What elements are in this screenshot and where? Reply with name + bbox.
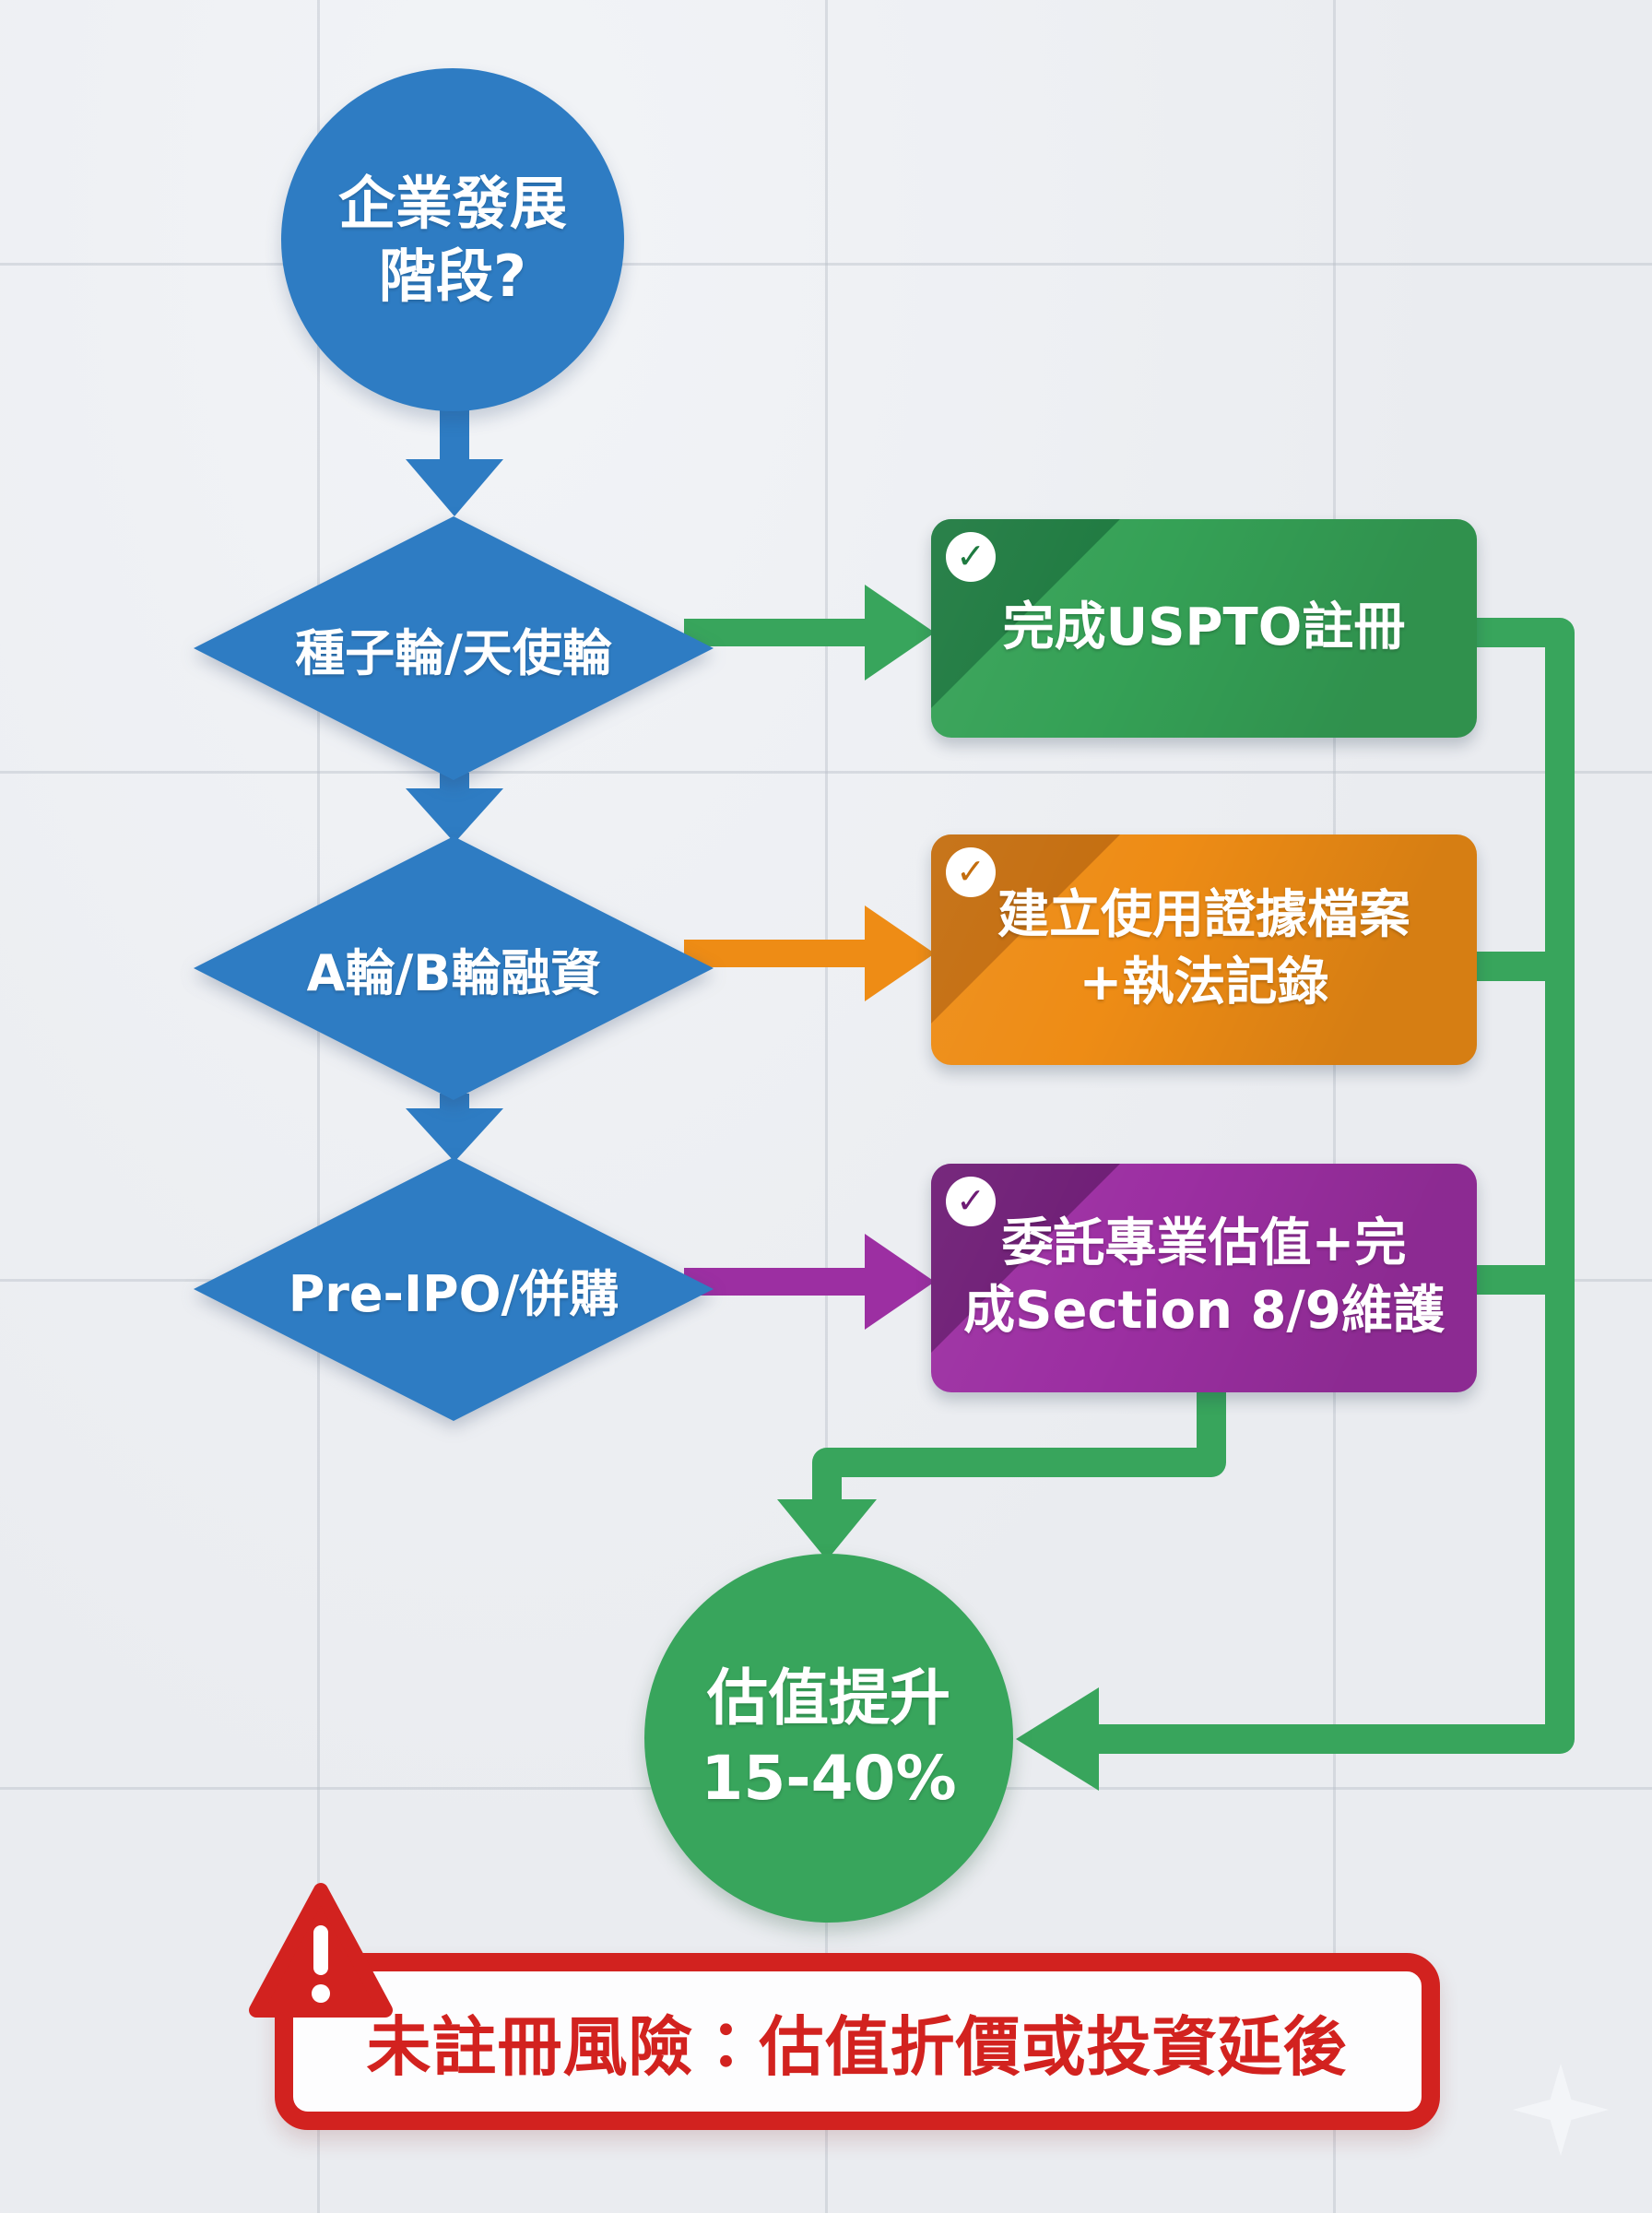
warning-banner-label: 未註冊風險：估值折價或投資延後	[366, 2008, 1349, 2085]
decision-series-ab: A輪/B輪融資	[194, 836, 714, 1100]
arrow-series-to-evidence-head	[865, 905, 935, 1001]
decision-seed-label: 種子輪/天使輪	[295, 623, 612, 682]
arrow-series-to-preipo-head	[406, 1108, 503, 1162]
arrowhead-into-result-right	[1016, 1687, 1099, 1791]
result-label-line1: 估值提升	[707, 1662, 950, 1734]
decision-seed-round: 種子輪/天使輪	[194, 516, 714, 780]
result-node-valuation-uplift: 估值提升 15-40%	[644, 1554, 1013, 1923]
arrowhead-into-result-top	[777, 1499, 877, 1560]
connector-trunk-right	[1099, 618, 1575, 1754]
action-box-professional-valuation: ✓ 委託專業估值+完 成Section 8/9維護	[931, 1164, 1477, 1392]
decision-pre-ipo: Pre-IPO/併購	[194, 1157, 714, 1421]
action-valuation-label-line2: 成Section 8/9維護	[963, 1281, 1445, 1341]
check-glyph: ✓	[956, 536, 985, 577]
warning-icon	[249, 1883, 393, 2018]
action-evidence-label-line2: +執法記錄	[1079, 953, 1329, 1012]
warning-banner: 未註冊風險：估值折價或投資延後	[275, 1953, 1440, 2130]
arrow-start-to-seed-head	[406, 459, 503, 516]
warning-exclamation-dot	[312, 1984, 330, 2003]
decision-series-label: A輪/B輪融資	[306, 943, 601, 1002]
warning-exclamation-bar	[313, 1925, 328, 1975]
check-icon: ✓	[946, 1177, 996, 1226]
action-evidence-label-line1: 建立使用證據檔案	[997, 885, 1410, 946]
connector-valuation-bottom	[812, 1379, 1226, 1503]
arrow-preipo-to-valuation-head	[865, 1234, 935, 1330]
action-box-use-evidence: ✓ 建立使用證據檔案 +執法記錄	[931, 834, 1477, 1065]
action-valuation-label-line1: 委託專業估值+完	[1001, 1213, 1407, 1274]
arrow-seed-to-series-head	[406, 788, 503, 843]
result-label-line2: 15-40%	[701, 1743, 957, 1814]
start-node-label-line1: 企業發展	[337, 169, 567, 237]
check-glyph: ✓	[956, 851, 985, 893]
start-node-development-stage: 企業發展 階段?	[281, 68, 624, 411]
action-box-uspto-registration: ✓ 完成USPTO註冊	[931, 519, 1477, 738]
check-glyph: ✓	[956, 1180, 985, 1222]
check-icon: ✓	[946, 532, 996, 582]
decision-preipo-label: Pre-IPO/併購	[288, 1264, 620, 1323]
arrow-seed-to-uspto-head	[865, 585, 935, 680]
check-icon: ✓	[946, 847, 996, 897]
start-node-label-line2: 階段?	[379, 243, 526, 310]
action-uspto-label: 完成USPTO註冊	[1002, 598, 1406, 658]
